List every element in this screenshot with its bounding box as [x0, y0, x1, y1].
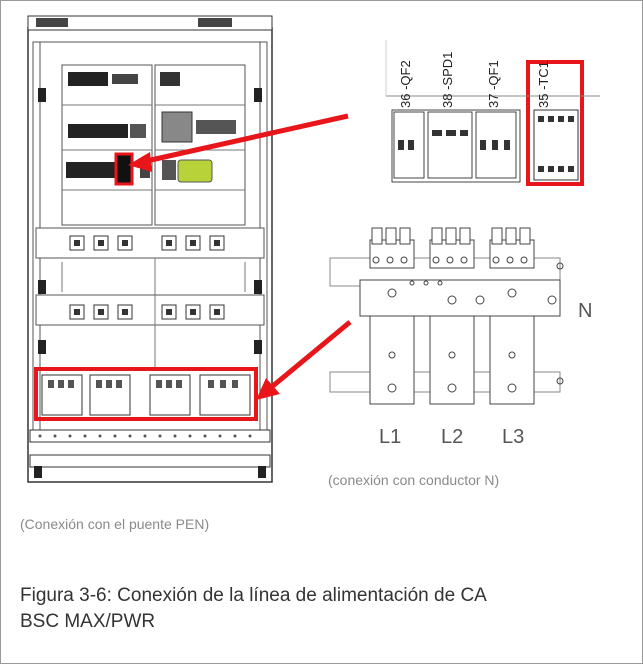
tc1-highlight-box: [526, 60, 584, 186]
phase-l3-label: L3: [502, 426, 525, 448]
figure-caption-line2: BSC MAX/PWR: [20, 611, 156, 632]
phase-l2-label: L2: [441, 426, 464, 448]
neutral-label: N: [578, 300, 593, 322]
figure-caption: Figura 3-6: Conexión de la línea de alim…: [20, 583, 620, 635]
phase-l1-label: L1: [379, 426, 402, 448]
pen-bridge-caption: (Conexión con el puente PEN): [20, 516, 210, 532]
neutral-connection-caption: (conexión con conductor N): [328, 472, 500, 488]
figure-caption-line1: Figura 3-6: Conexión de la línea de alim…: [20, 585, 487, 606]
pen-highlight-box: [34, 367, 258, 421]
